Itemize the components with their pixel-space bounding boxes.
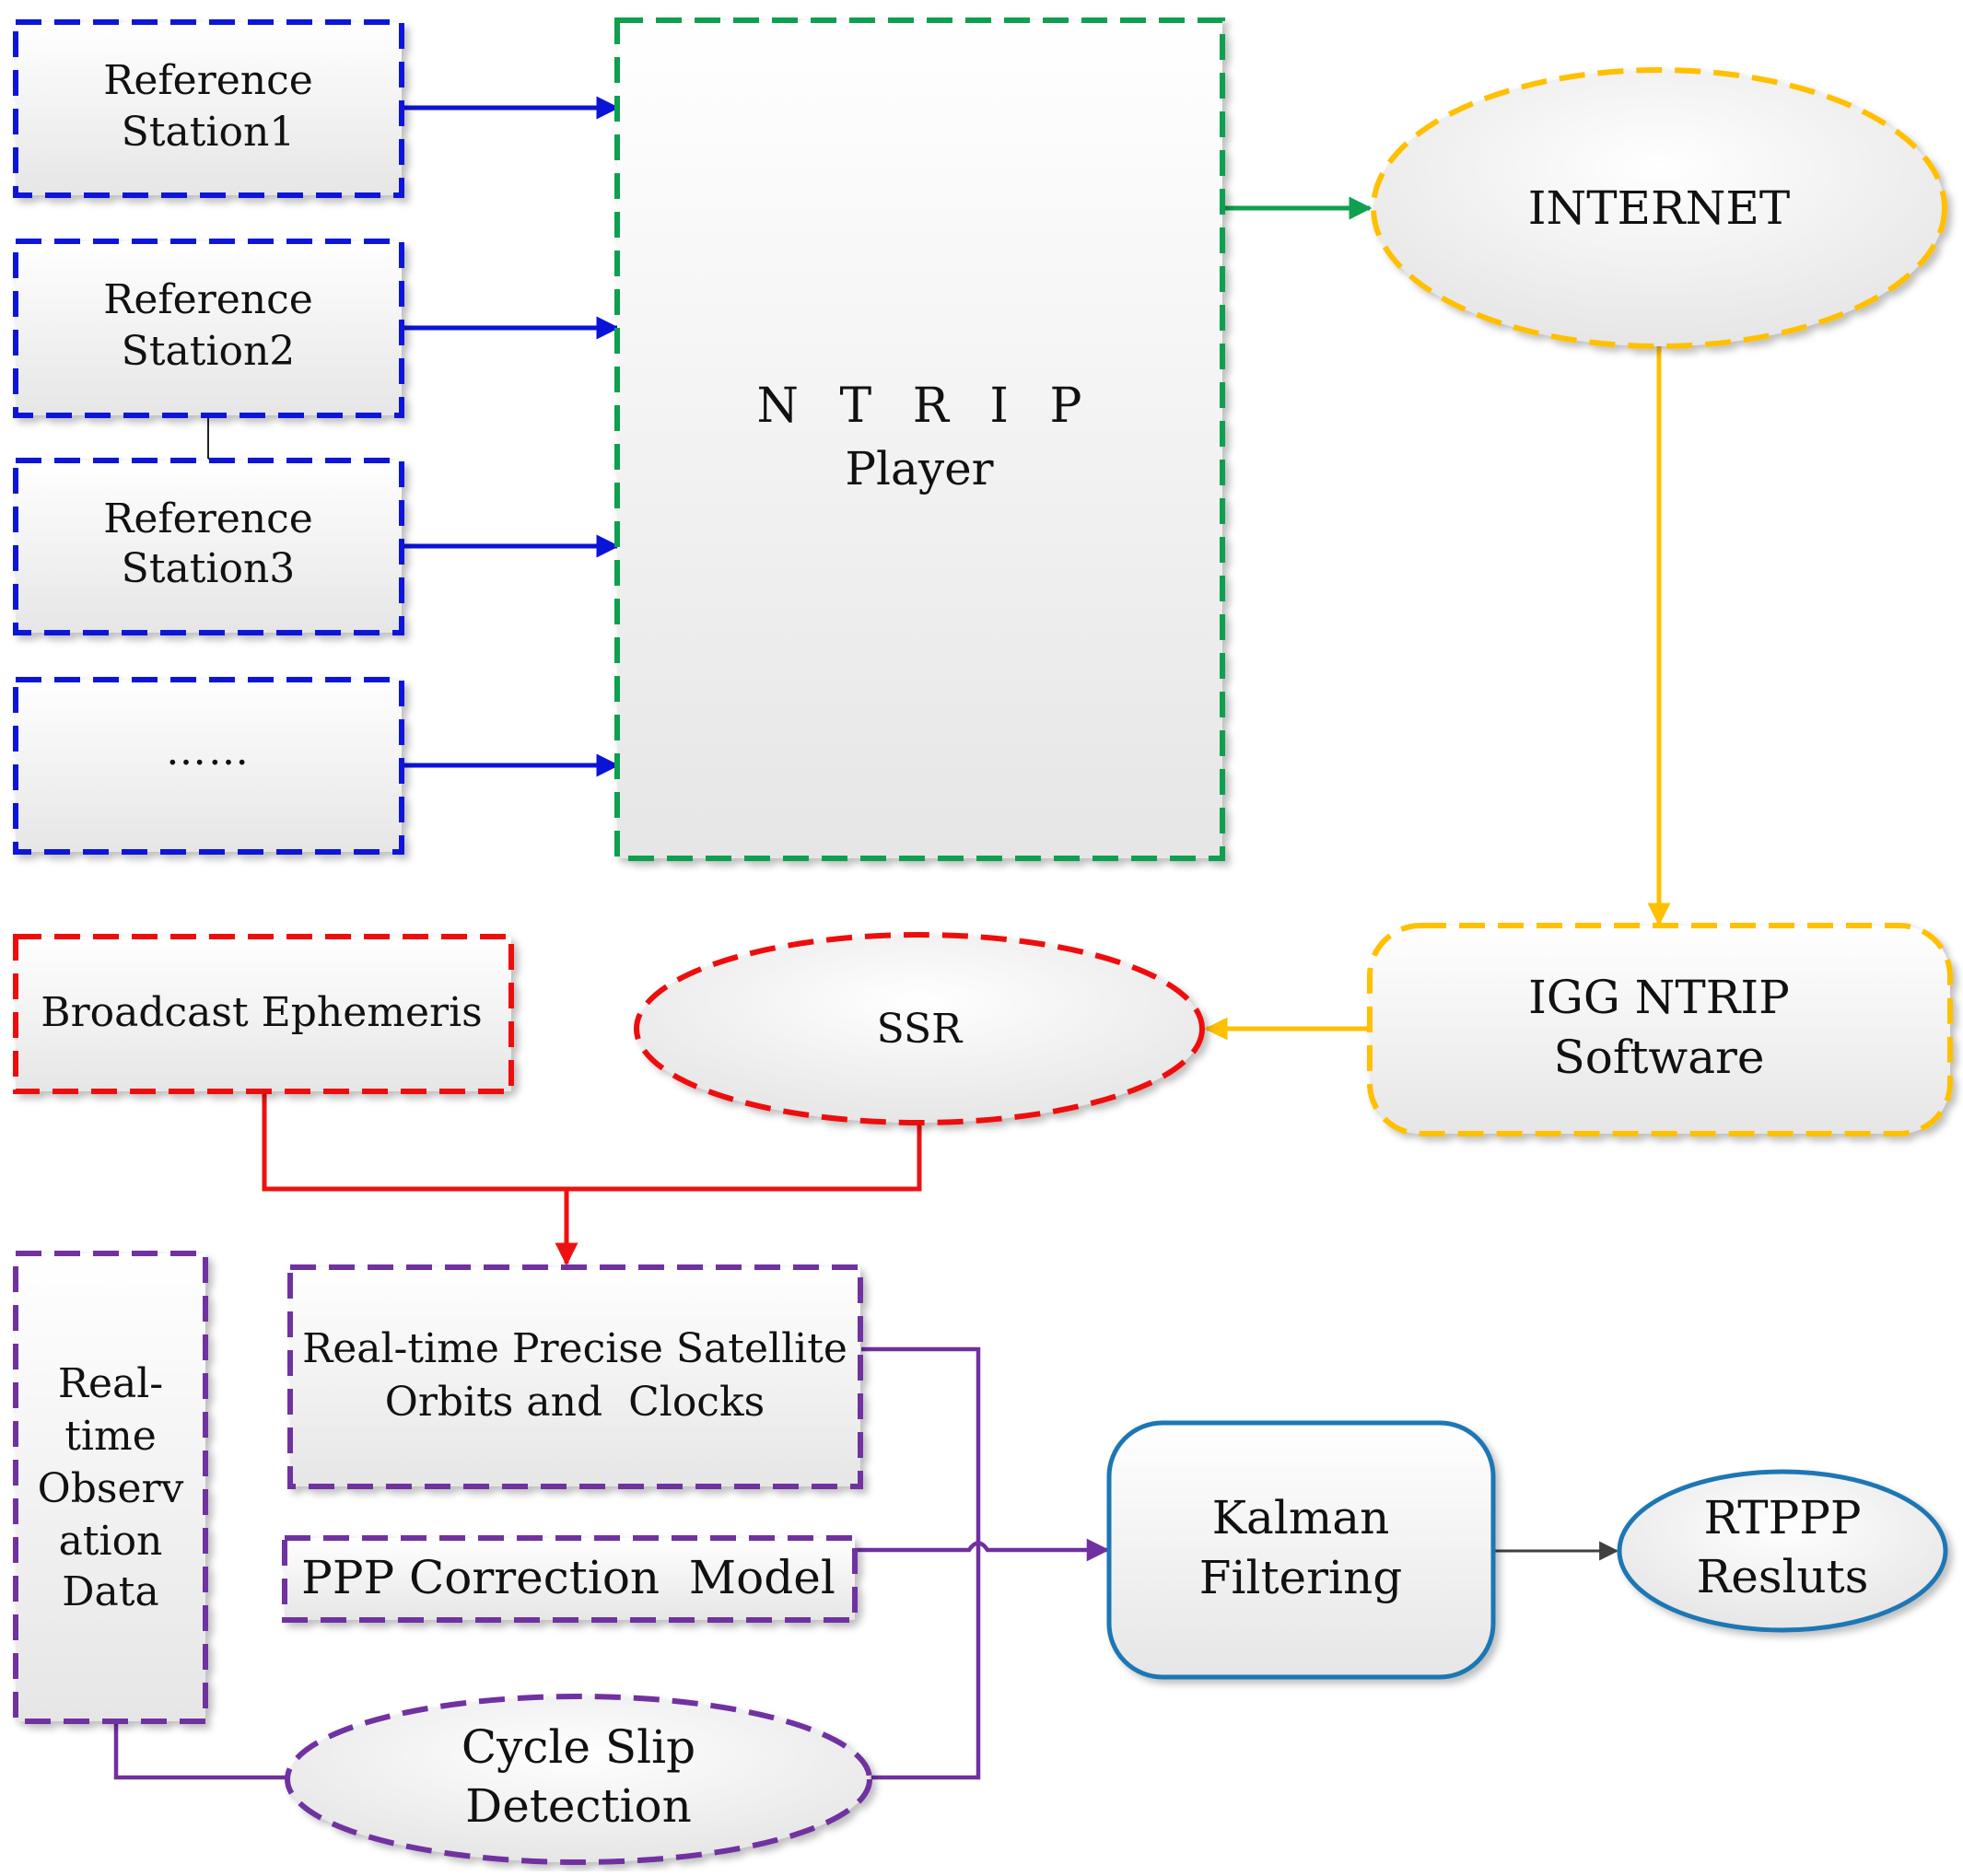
- connectors: [113, 96, 1671, 1780]
- realtime-observation-line-5: Data: [62, 1568, 158, 1615]
- kalman-filtering-box: Kalman Filtering: [1106, 1420, 1496, 1680]
- kalman-filtering-line-1: Kalman: [1212, 1491, 1390, 1544]
- ref-station-3-line-2: Station3: [122, 545, 296, 592]
- ref-station-2-line-1: Reference: [103, 276, 313, 323]
- ref-station-1-line-2: Station1: [122, 109, 296, 156]
- cycle-slip-line-2: Detection: [465, 1779, 692, 1833]
- ref-station-1-line-1: Reference: [103, 57, 313, 104]
- ref-station-2-box: Reference Station2: [13, 239, 404, 418]
- rtppp-results-line-2: Resluts: [1697, 1550, 1869, 1603]
- ref-station-3-box: Reference Station3: [13, 458, 404, 635]
- realtime-orbits-clocks-line-2: Orbits and Clocks: [385, 1379, 765, 1426]
- cycle-slip-detection-ellipse: Cycle Slip Detection: [285, 1694, 872, 1865]
- realtime-orbits-clocks-box: Real-time Precise Satellite Orbits and C…: [287, 1264, 863, 1489]
- broadcast-ephemeris-label: Broadcast Ephemeris: [41, 989, 483, 1036]
- realtime-observation-line-4: ation: [59, 1518, 163, 1565]
- internet-label: INTERNET: [1528, 181, 1791, 235]
- ref-station-3-line-1: Reference: [103, 495, 313, 542]
- realtime-observation-line-2: time: [64, 1413, 157, 1460]
- ref-station-more-box: ……: [13, 677, 404, 855]
- realtime-observation-line-3: Observ: [38, 1465, 184, 1512]
- line-orbits-to-collector: [861, 1346, 981, 1780]
- realtime-orbits-clocks-line-1: Real-time Precise Satellite: [302, 1325, 847, 1372]
- rtppp-results-line-1: RTPPP: [1703, 1491, 1861, 1544]
- realtime-observation-line-1: Real-: [58, 1360, 163, 1407]
- line-ephemeris-merge: [262, 1092, 922, 1192]
- ref-station-1-box: Reference Station1: [13, 19, 404, 198]
- arrow-ppp-model-to-kalman: [855, 1538, 1110, 1562]
- ssr-label: SSR: [877, 1006, 964, 1053]
- rtppp-results-ellipse: RTPPP Resluts: [1617, 1469, 1948, 1633]
- ntrip-player-box: N T R I P Player: [614, 17, 1225, 861]
- igg-ntrip-software-line-1: IGG NTRIP: [1528, 971, 1790, 1024]
- igg-ntrip-software-box: IGG NTRIP Software: [1367, 923, 1953, 1136]
- line-observation-to-cycle-slip: [113, 1722, 286, 1780]
- igg-ntrip-software-line-2: Software: [1553, 1031, 1764, 1084]
- ref-station-more-ellipsis: ……: [166, 728, 251, 775]
- ntrip-player-line-1: N T R I P: [757, 379, 1095, 434]
- cycle-slip-line-1: Cycle Slip: [462, 1720, 695, 1774]
- ref-station-2-line-2: Station2: [122, 328, 296, 375]
- ssr-ellipse: SSR: [634, 932, 1205, 1125]
- kalman-filtering-line-2: Filtering: [1199, 1551, 1402, 1604]
- internet-ellipse: INTERNET: [1371, 67, 1947, 349]
- realtime-observation-data-box: Real- time Observ ation Data: [13, 1251, 208, 1724]
- ppp-correction-model-label: PPP Correction Model: [301, 1551, 835, 1604]
- ntrip-player-line-2: Player: [845, 442, 993, 495]
- broadcast-ephemeris-box: Broadcast Ephemeris: [13, 934, 514, 1094]
- ppp-correction-model-box: PPP Correction Model: [282, 1535, 858, 1623]
